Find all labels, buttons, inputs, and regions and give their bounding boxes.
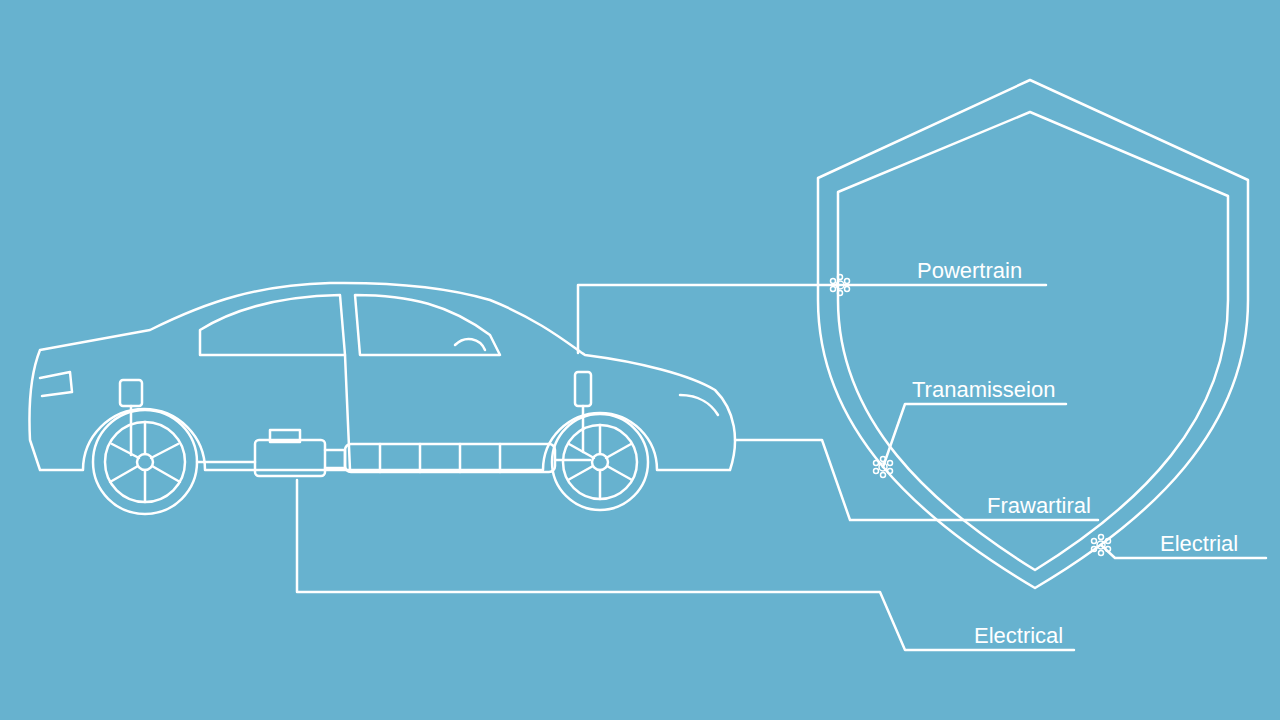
- part-label: Tranamisseion: [910, 379, 1057, 401]
- part-label: Electrical: [972, 625, 1065, 647]
- car-headlight: [680, 395, 718, 415]
- leader-line: [883, 404, 1066, 467]
- car-window: [355, 295, 500, 355]
- shield-outline: [818, 80, 1248, 588]
- leader-line: [578, 285, 1046, 353]
- car-taillight: [40, 372, 72, 396]
- shield-inner-outline: [838, 112, 1228, 570]
- gear-icon: [1092, 535, 1111, 556]
- drivetrain: [120, 372, 591, 476]
- part-label: Frawartiral: [985, 495, 1093, 517]
- part-label: Powertrain: [915, 260, 1024, 282]
- gear-icon: [874, 457, 893, 478]
- front-wheel: [552, 414, 648, 510]
- rear-wheel: [93, 410, 197, 514]
- part-label: Electrial: [1158, 533, 1240, 555]
- car-mirror: [455, 339, 485, 350]
- car-body: [29, 283, 735, 470]
- gear-icon: [831, 275, 850, 296]
- car-window: [200, 295, 345, 355]
- leader-line: [297, 480, 1074, 650]
- leader-line: [735, 440, 1098, 520]
